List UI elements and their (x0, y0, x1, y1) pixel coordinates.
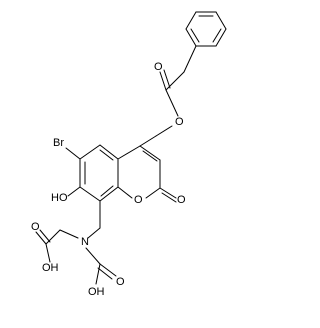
coumarin-benzene-ring (79, 144, 119, 202)
acid1-carbonyl-oxygen-label: O (31, 221, 40, 233)
ester-carbonyl-oxygen-label: O (154, 61, 163, 73)
acid1-hydroxyl-label: OH (42, 262, 59, 274)
lactone-carbonyl-oxygen-label: O (177, 194, 186, 206)
ring-substituents (65, 147, 101, 239)
molecule-canvas: Br HO O O O O N O OH O OH (31, 11, 227, 298)
phenyl-ring (185, 11, 227, 47)
bromine-label: Br (53, 137, 64, 149)
amine-nitrogen-label: N (81, 236, 89, 248)
hydroxyl-label: HO (51, 192, 68, 204)
phenylacetyl-chain (139, 45, 197, 147)
ring-oxygen-label: O (134, 194, 143, 206)
atom-labels: Br HO O O O O N O OH O OH (31, 61, 186, 298)
iminodiacetic-arms (35, 229, 117, 285)
acid2-hydroxyl-label: OH (88, 286, 105, 298)
acid2-carbonyl-oxygen-label: O (116, 276, 125, 288)
structure-diagram: Br HO O O O O N O OH O OH (31, 11, 227, 298)
ester-ether-oxygen-label: O (175, 116, 184, 128)
coumarin-pyranone-ring (117, 145, 177, 203)
